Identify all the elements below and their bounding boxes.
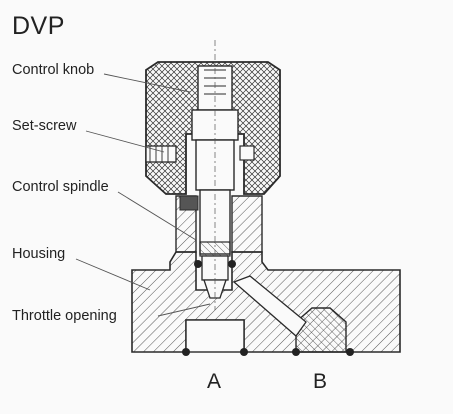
housing-body [131, 251, 401, 356]
leader-lines [75, 73, 211, 317]
port-a-label: A [207, 370, 222, 393]
label-throttle-opening: Throttle opening [12, 308, 117, 324]
label-set-screw: Set-screw [12, 118, 77, 134]
label-housing: Housing [12, 246, 66, 262]
set-screw [145, 145, 255, 211]
control-spindle [191, 40, 239, 310]
label-control-spindle: Control spindle [12, 179, 109, 195]
diagram-title: DVP [12, 12, 65, 40]
port-b-label: B [313, 370, 328, 393]
label-control-knob: Control knob [12, 62, 95, 78]
